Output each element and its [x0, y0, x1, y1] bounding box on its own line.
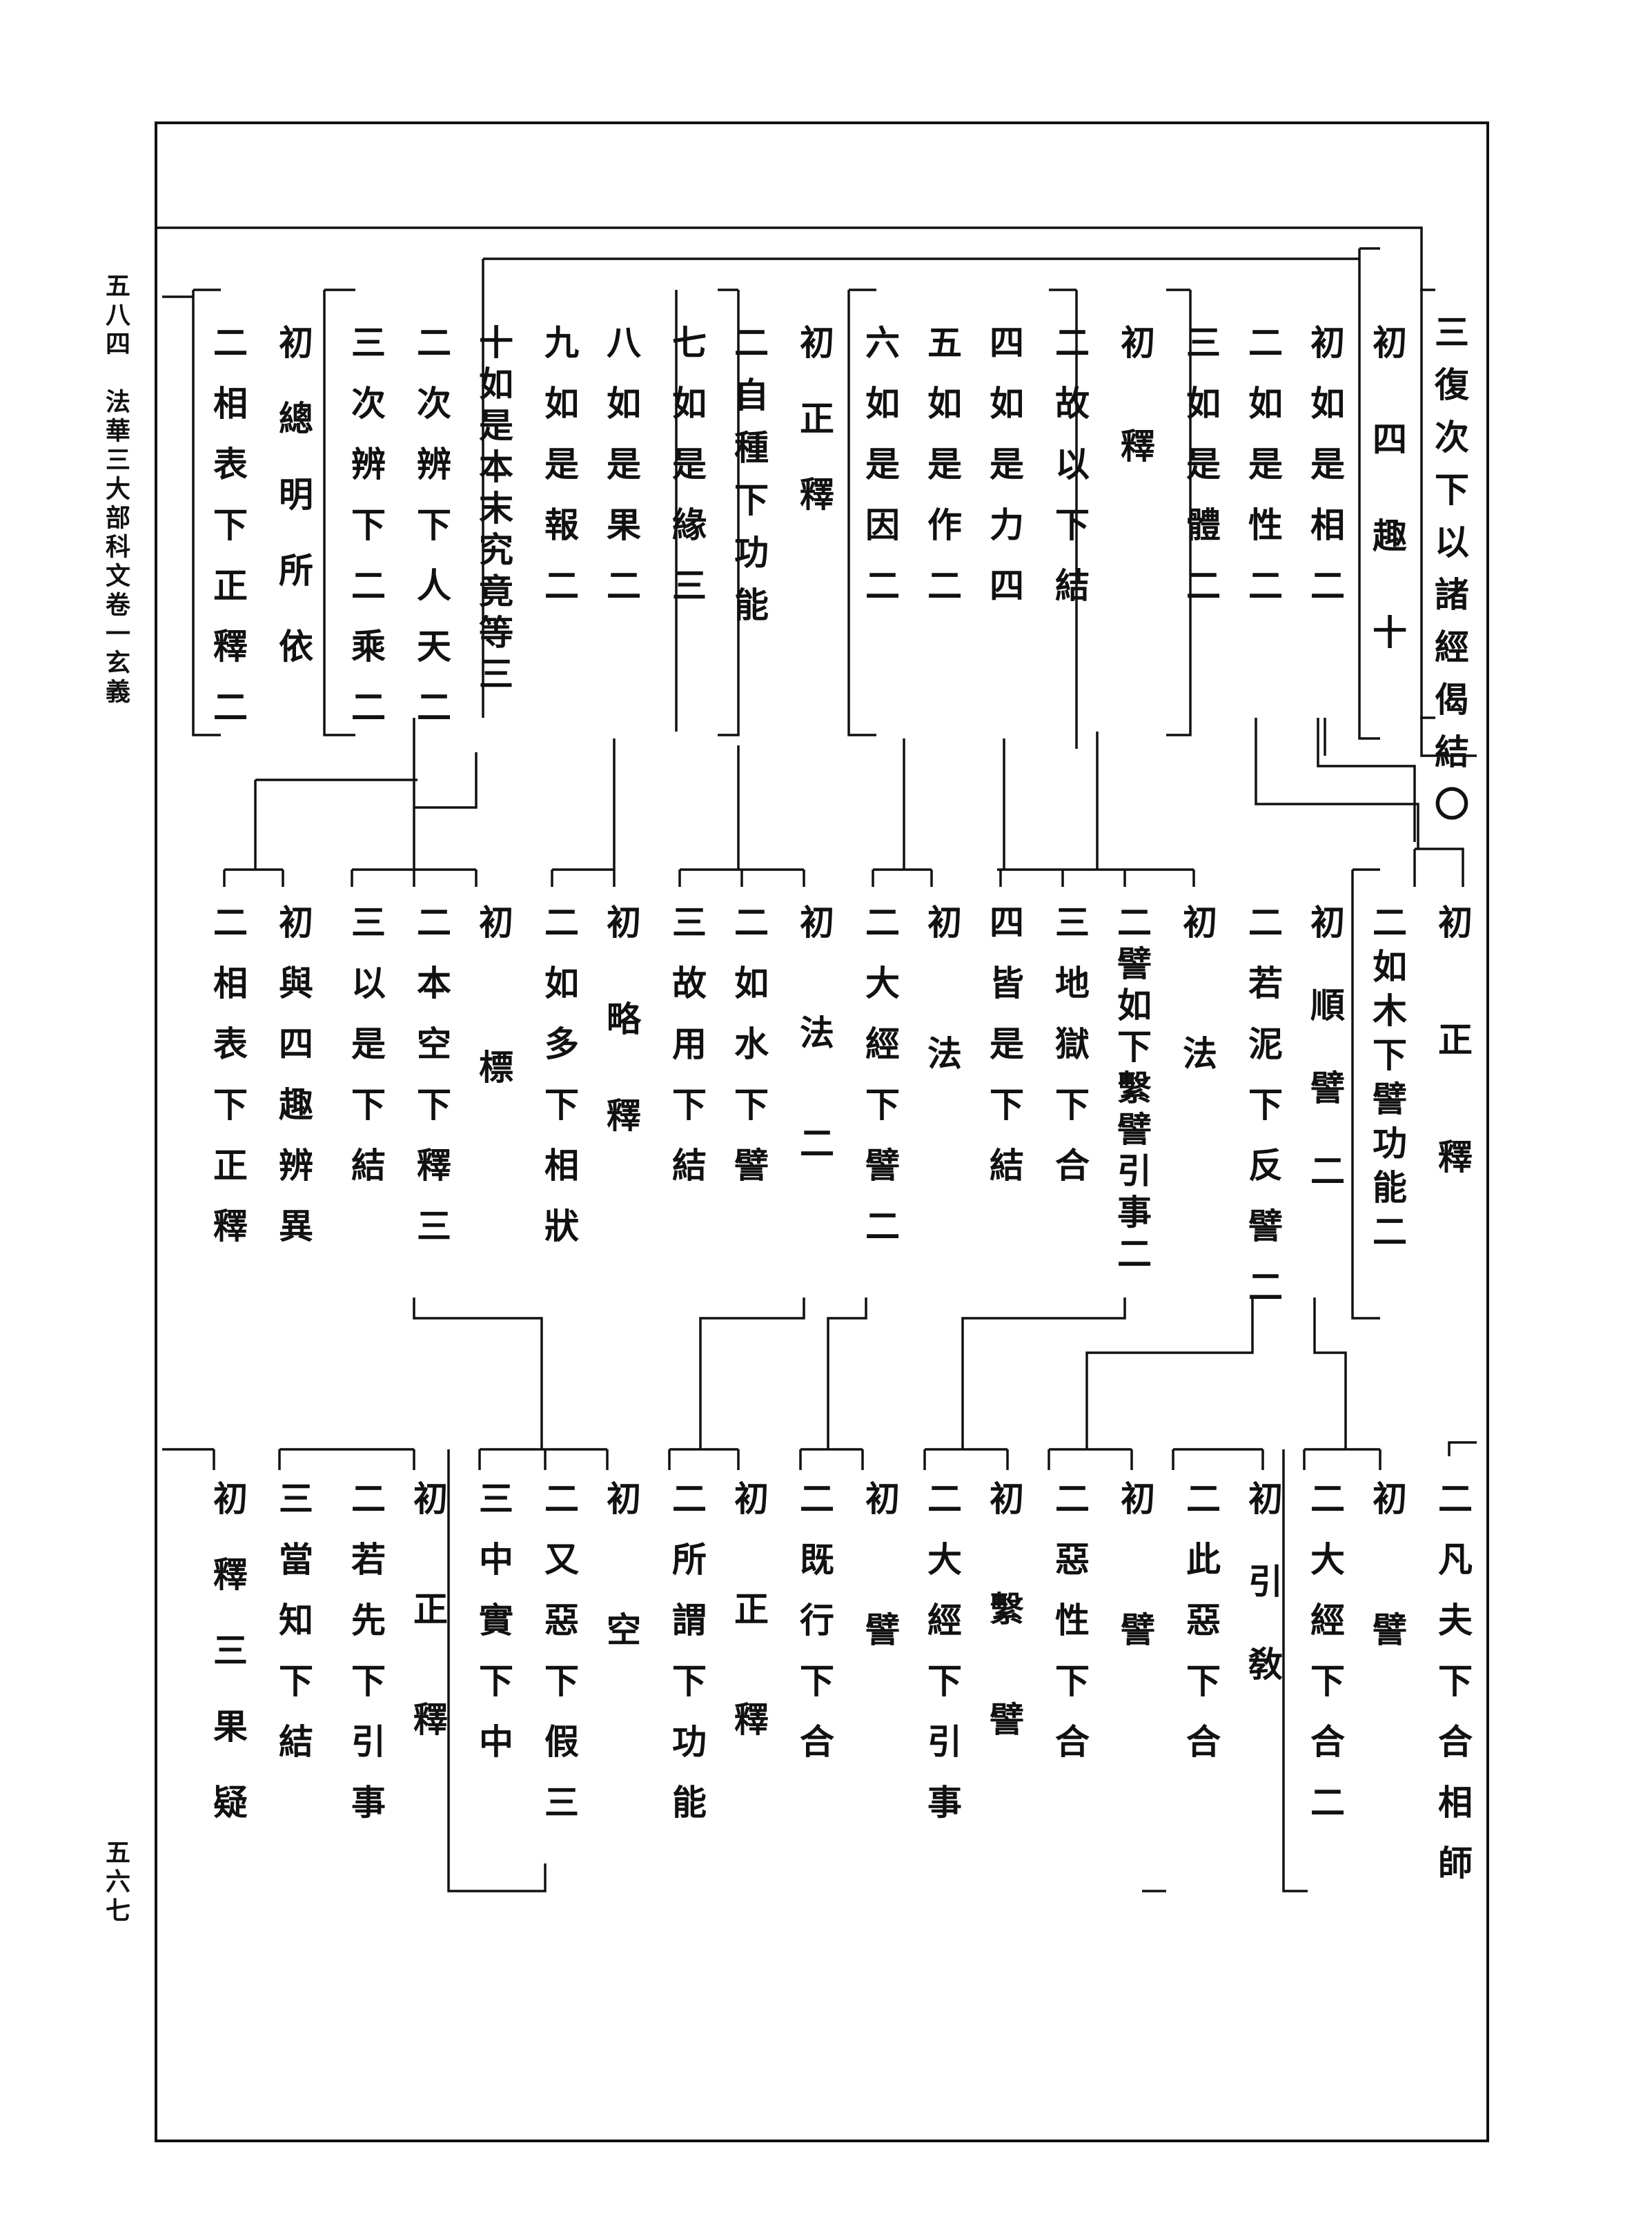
outline-item: 六如是因二 [860, 324, 901, 628]
page-number: 五六七 [101, 1839, 130, 1926]
outline-item: 初譬 [860, 1480, 901, 1743]
outline-item: 四如是力四 [984, 324, 1025, 628]
outline-item: 二如木下譬功能二 [1367, 904, 1408, 1257]
outline-item: 二大經下譬二 [860, 904, 901, 1269]
outline-item: 初法 [922, 904, 963, 1166]
outline-item: 初法二 [794, 904, 835, 1235]
outline-item: 二既行下合 [794, 1480, 835, 1784]
outline-item: 三如是體二 [1181, 324, 1221, 628]
outline-item: 二如是性二 [1243, 324, 1284, 628]
outline-item: 初正釋 [1433, 904, 1473, 1256]
outline-item: 二所謂下功能 [667, 1480, 707, 1845]
outline-item: 三地獄下合 [1050, 904, 1090, 1208]
outline-item: 三中實下中 [473, 1480, 514, 1784]
outline-item: 二如水下譬 [729, 904, 769, 1208]
outline-item: 五如是作二 [922, 324, 963, 628]
outline-item: 二本空下釋三 [411, 904, 452, 1269]
outline-item: 初正釋 [794, 324, 835, 552]
outline-item: 二若先下引事 [346, 1480, 386, 1845]
outline-item: 二次辨下人天二 [411, 324, 452, 750]
outline-item: 七如是緣三 [667, 324, 707, 628]
outline-item: 二譬如下繫譬引事二 [1112, 904, 1152, 1277]
outline-item: 二相表下正釋 [208, 904, 248, 1269]
outline-item: 四皆是下結 [984, 904, 1025, 1208]
outline-item: 二此惡下合 [1181, 1480, 1221, 1784]
outline-item: 初順譬二 [1305, 904, 1346, 1235]
outline-item: 初法 [1177, 904, 1218, 1166]
outline-item: 三次辨下二乘二 [346, 324, 386, 750]
outline-item: 三故用下結 [667, 904, 707, 1208]
outline-item: 三復次下以諸經偈結〇 [1429, 314, 1470, 839]
outline-item: 初總明所依 [273, 324, 314, 704]
outline-item: 初繫譬 [984, 1480, 1025, 1812]
outline-item: 初與四趣辨異 [273, 904, 314, 1269]
outline-item: 初譬 [1367, 1480, 1408, 1743]
outline-item: 二如多下相狀 [539, 904, 580, 1269]
header-volume-title: 五八四 法華三大部科文卷一玄義 [101, 273, 130, 707]
outline-item: 初略釋 [601, 904, 642, 1194]
outline-item: 二若泥下反譬二 [1243, 904, 1284, 1329]
outline-item: 九如是報二 [539, 324, 580, 628]
outline-item: 二大經下引事 [922, 1480, 963, 1845]
outline-item: 三當知下結 [273, 1480, 314, 1784]
outline-item: 初標 [473, 904, 514, 1194]
outline-item: 二又惡下假三 [539, 1480, 580, 1845]
outline-item: 初正釋 [729, 1480, 769, 1812]
outline-item: 十如是本末究竟等三 [473, 324, 514, 697]
outline-item: 八如是果二 [601, 324, 642, 628]
outline-item: 初空 [601, 1480, 642, 1743]
outline-item: 初四趣十 [1367, 324, 1408, 711]
outline-item: 二自種下功能 [729, 324, 769, 639]
outline-item: 二故以下結 [1050, 324, 1090, 628]
outline-item: 二惡性下合 [1050, 1480, 1090, 1784]
outline-item: 二大經下合二 [1305, 1480, 1346, 1845]
outline-item: 二凡夫下合相師 [1433, 1480, 1473, 1906]
outline-item: 初如是相二 [1305, 324, 1346, 628]
outline-item: 初釋三果疑 [208, 1480, 248, 1860]
outline-item: 二相表下正釋二 [208, 324, 248, 750]
page-frame [155, 121, 1489, 2142]
outline-item: 初釋 [1115, 324, 1156, 531]
outline-item: 初引敎 [1243, 1480, 1284, 1729]
outline-item: 初正釋 [408, 1480, 449, 1812]
outline-item: 初譬 [1115, 1480, 1156, 1743]
outline-item: 三以是下結 [346, 904, 386, 1208]
